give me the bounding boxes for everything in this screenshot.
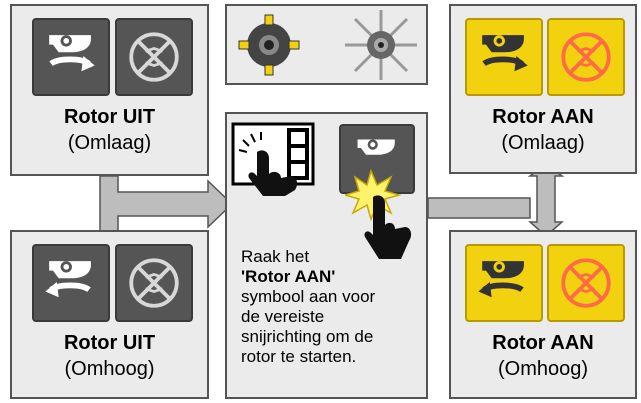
state-title: Rotor AAN (492, 106, 594, 128)
instruction-line: Raak het (241, 247, 310, 266)
panel-instruction: Raak het 'Rotor AAN' symbool aan voor de… (225, 112, 428, 399)
touch-hand-icon (231, 122, 315, 196)
rotor-disabled-tile (115, 18, 193, 96)
arrow-to-center (99, 175, 234, 233)
rotor-rotate-icon (49, 35, 95, 72)
rotor-disabled-tile (115, 244, 193, 322)
instruction-line: symbool aan voor (241, 287, 376, 306)
rotor-disabled-icon (561, 32, 611, 82)
state-title: Rotor AAN (492, 332, 594, 354)
rotor-rotate-icon (478, 261, 524, 298)
panel-rotor-off-up: Rotor UIT (Omhoog) (10, 230, 209, 399)
double-arrow-right (527, 163, 565, 237)
touch-flash-icon (345, 168, 412, 259)
state-title: Rotor UIT (63, 332, 156, 354)
rotor-on-target-tile (339, 124, 415, 194)
rotor-up-tile (32, 244, 110, 322)
rotor-disabled-tile (547, 244, 625, 322)
panel-rotor-off-down: Rotor UIT (Omlaag) (10, 4, 209, 176)
instruction-line: de vereiste (241, 307, 325, 326)
rotor-disabled-icon (561, 258, 611, 308)
rotor-down-tile (465, 18, 543, 96)
rotor-rotate-icon (482, 35, 528, 72)
rotor-down-tile (32, 18, 110, 96)
instruction-emphasis: 'Rotor AAN' (241, 267, 336, 286)
panel-rotor-start-illustration (225, 4, 428, 85)
state-subtitle: (Omhoog) (497, 358, 589, 380)
rotor-disabled-icon (129, 258, 179, 308)
panel-rotor-on-up: Rotor AAN (Omhoog) (449, 230, 637, 399)
instruction-line: snijrichting om de (241, 327, 374, 346)
state-subtitle: (Omlaag) (501, 132, 585, 154)
rotor-up-tile (465, 244, 543, 322)
instruction-line: rotor te starten. (241, 347, 357, 366)
rotor-spinning-icon (345, 10, 417, 80)
rotor-rotate-icon (45, 261, 91, 298)
state-subtitle: (Omhoog) (64, 358, 155, 380)
state-title: Rotor UIT (63, 106, 156, 128)
rotor-rotate-icon (357, 139, 395, 155)
rotor-disabled-tile (547, 18, 625, 96)
arrow-to-right (427, 197, 531, 219)
state-subtitle: (Omlaag) (67, 132, 152, 154)
panel-rotor-on-down: Rotor AAN (Omlaag) (449, 4, 637, 174)
instruction-text: Raak het 'Rotor AAN' symbool aan voor de… (241, 247, 421, 367)
rotor-stopped-icon (238, 14, 300, 76)
rotor-disabled-icon (129, 32, 179, 82)
